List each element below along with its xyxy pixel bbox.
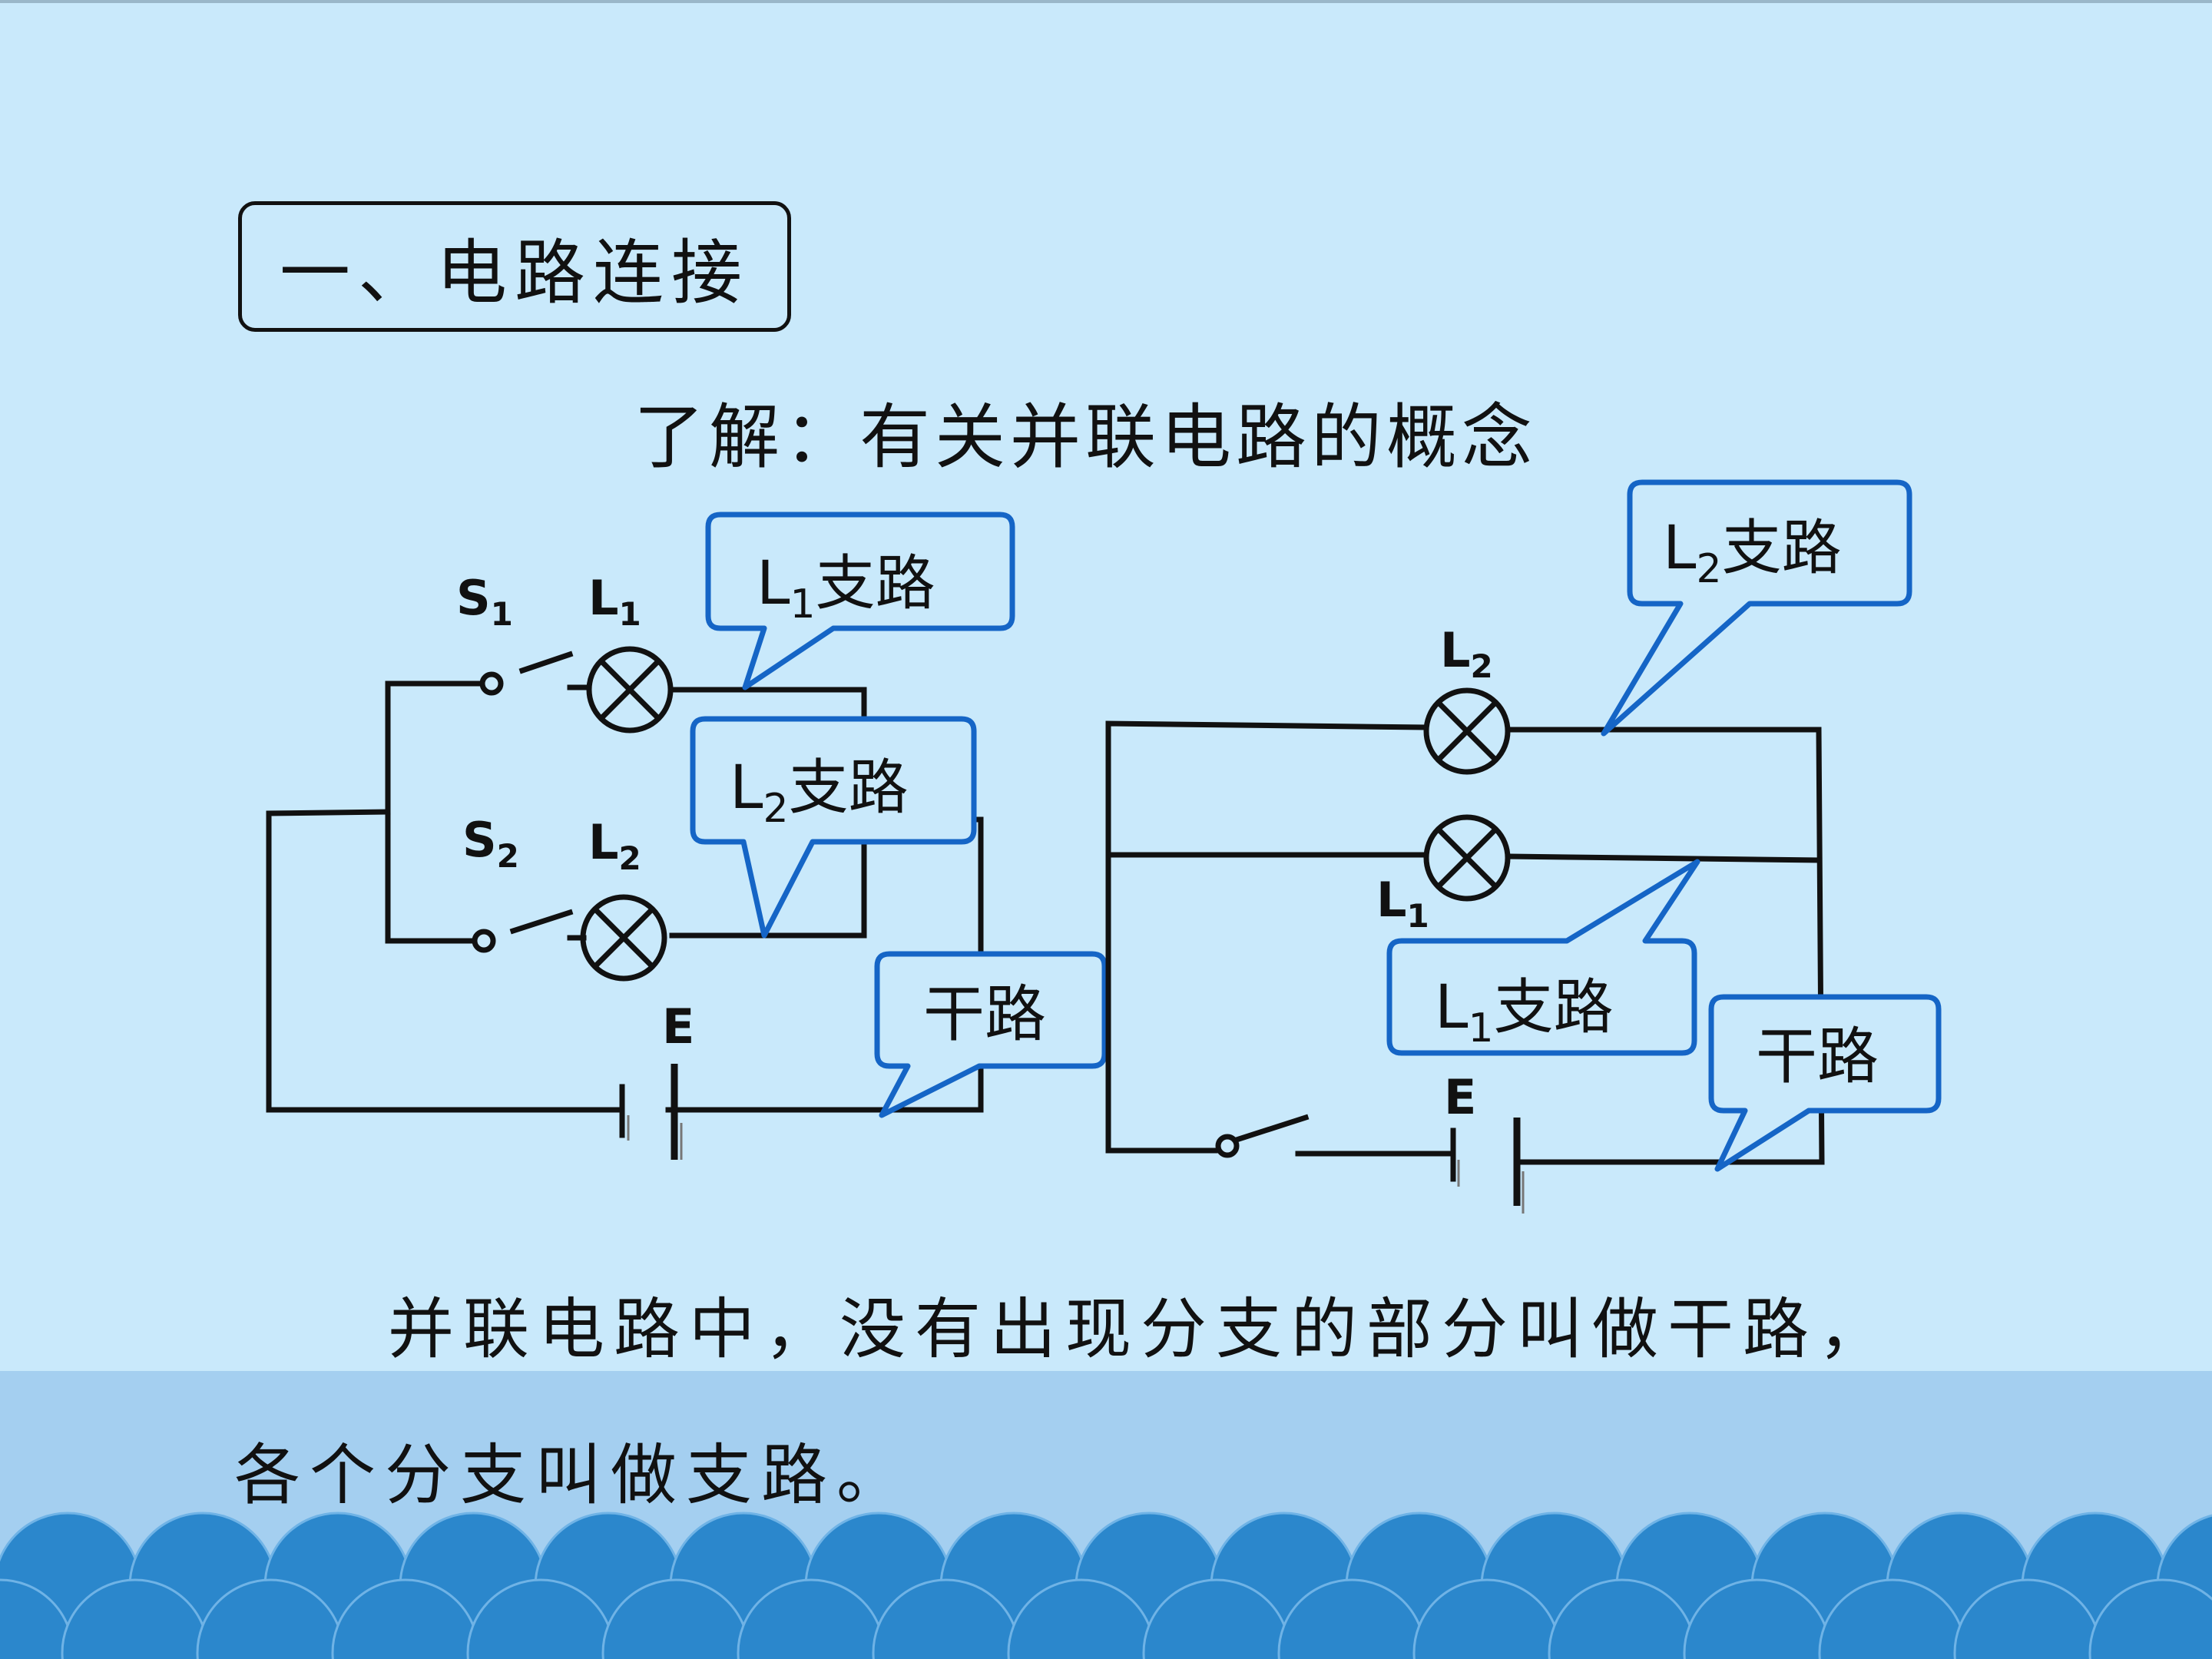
l2-label: L2	[588, 814, 641, 877]
right-l2-label: L2	[1440, 622, 1493, 685]
right-callout-l1-branch	[1386, 859, 1700, 1056]
right-callout-main-branch	[1708, 994, 1942, 1172]
right-switch-pivot	[1215, 1134, 1240, 1158]
right-middle-wire	[1105, 852, 1822, 863]
right-callout-main-text: 干路	[1756, 1021, 1879, 1092]
right-l1-lamp-icon	[1423, 814, 1511, 902]
top-border-line	[0, 0, 2212, 3]
left-callout-l1-text: L1支路	[757, 549, 935, 628]
subtitle: 了解：有关并联电路的概念	[634, 396, 1538, 478]
right-switch-lever	[1233, 1114, 1310, 1144]
l2-lamp-icon	[580, 894, 667, 982]
wave-scallop	[2088, 1578, 2212, 1659]
left-callout-l2-branch	[690, 716, 977, 939]
body-line-1: 并联电路中，没有出现分支的部分叫做干路，	[388, 1291, 1893, 1368]
left-circuit: S1 L1 S2 L2 E L1支路 L2支路 干路	[266, 512, 1108, 1160]
left-callout-main-text: 干路	[923, 979, 1046, 1050]
right-l1-label: L1	[1376, 872, 1429, 935]
left-callout-l2-text: L2支路	[730, 753, 909, 832]
s1-switch-pivot	[479, 671, 504, 696]
right-callout-l1-text: L1支路	[1435, 973, 1614, 1051]
left-callout-l1-branch	[705, 512, 1015, 690]
left-battery-icon	[619, 1064, 683, 1160]
right-callout-l2-text: L2支路	[1663, 514, 1842, 592]
l1-lamp-icon	[586, 646, 674, 733]
s2-label: S2	[462, 812, 519, 875]
s2-switch-pivot	[472, 929, 496, 953]
right-outer-wire	[1105, 720, 1825, 1165]
right-battery-icon	[1450, 1118, 1525, 1214]
s1-label: S1	[456, 570, 513, 633]
right-callout-l2-branch	[1601, 479, 1912, 737]
right-l2-lamp-icon	[1423, 687, 1511, 775]
left-callout-main-branch	[874, 951, 1108, 1118]
l1-label: L1	[588, 570, 641, 633]
section-title-box: 一、电路连接	[238, 201, 791, 332]
left-battery-label: E	[662, 998, 694, 1055]
body-line-2: 各个分支叫做支路。	[234, 1437, 912, 1514]
section-title: 一、电路连接	[279, 231, 750, 314]
right-circuit: L2 L1 E L2支路 L1支路 干路	[1105, 479, 1942, 1214]
right-battery-label: E	[1444, 1069, 1476, 1125]
